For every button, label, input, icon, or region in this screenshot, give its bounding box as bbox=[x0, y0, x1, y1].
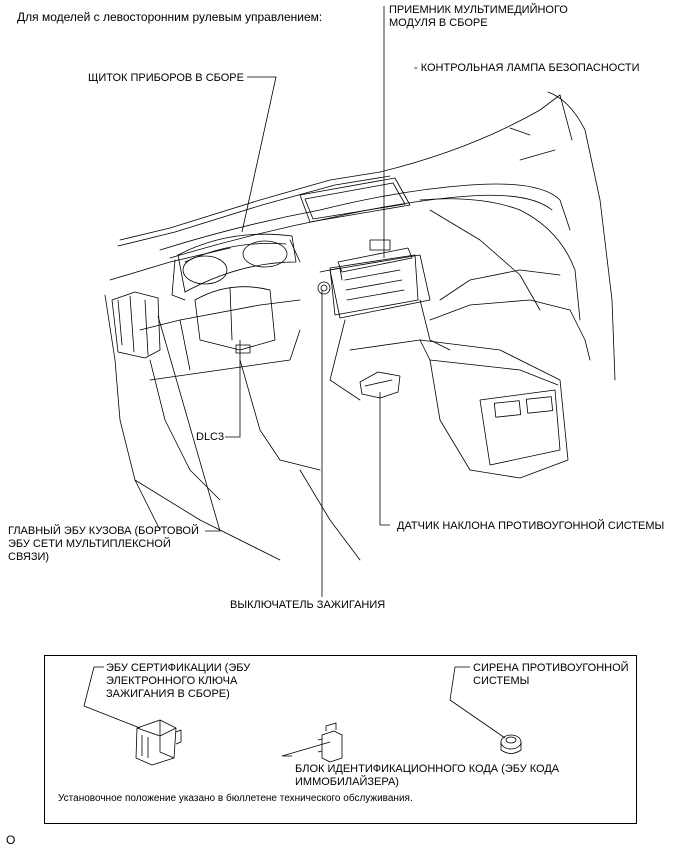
inset-label-cert-ecu-line1: ЭБУ СЕРТИФИКАЦИИ (ЭБУ bbox=[106, 662, 251, 674]
label-multimedia-line1: ПРИЕМНИК МУЛЬТИМЕДИЙНОГО bbox=[389, 4, 568, 16]
label-main-body-ecu-line3: СВЯЗИ) bbox=[8, 551, 50, 563]
label-security-lamp: - КОНТРОЛЬНАЯ ЛАМПА БЕЗОПАСНОСТИ bbox=[414, 62, 640, 74]
inset-note: Установочное положение указано в бюллете… bbox=[58, 793, 413, 804]
inset-label-immobilizer-line2: ИММОБИЛАЙЗЕРА) bbox=[295, 776, 399, 788]
label-multimedia-line2: МОДУЛЯ В СБОРЕ bbox=[389, 17, 488, 29]
inset-label-immobilizer-line1: БЛОК ИДЕНТИФИКАЦИОННОГО КОДА (ЭБУ КОДА bbox=[295, 763, 560, 775]
label-main-body-ecu-line2: ЭБУ СЕТИ МУЛЬТИПЛЕКСНОЙ bbox=[8, 538, 171, 550]
inset-box bbox=[44, 655, 637, 824]
inset-label-cert-ecu-line3: ЗАЖИГАНИЯ В СБОРЕ) bbox=[106, 688, 230, 700]
label-ignition-switch: ВЫКЛЮЧАТЕЛЬ ЗАЖИГАНИЯ bbox=[230, 599, 386, 611]
inset-label-siren-line2: СИСТЕМЫ bbox=[473, 675, 530, 687]
label-main-body-ecu-line1: ГЛАВНЫЙ ЭБУ КУЗОВА (БОРТОВОЙ bbox=[8, 525, 199, 537]
label-instrument-cluster: ЩИТОК ПРИБОРОВ В СБОРЕ bbox=[88, 72, 244, 84]
figure-code: О bbox=[6, 833, 16, 847]
label-tilt-sensor: ДАТЧИК НАКЛОНА ПРОТИВОУГОННОЙ СИСТЕМЫ bbox=[397, 520, 665, 532]
label-dlc3: DLC3 bbox=[196, 431, 225, 443]
page-heading: Для моделей с левосторонним рулевым упра… bbox=[17, 10, 323, 24]
inset-label-cert-ecu-line2: ЭЛЕКТРОННОГО КЛЮЧА bbox=[106, 675, 238, 687]
inset-label-siren-line1: СИРЕНА ПРОТИВОУГОННОЙ bbox=[473, 662, 629, 674]
